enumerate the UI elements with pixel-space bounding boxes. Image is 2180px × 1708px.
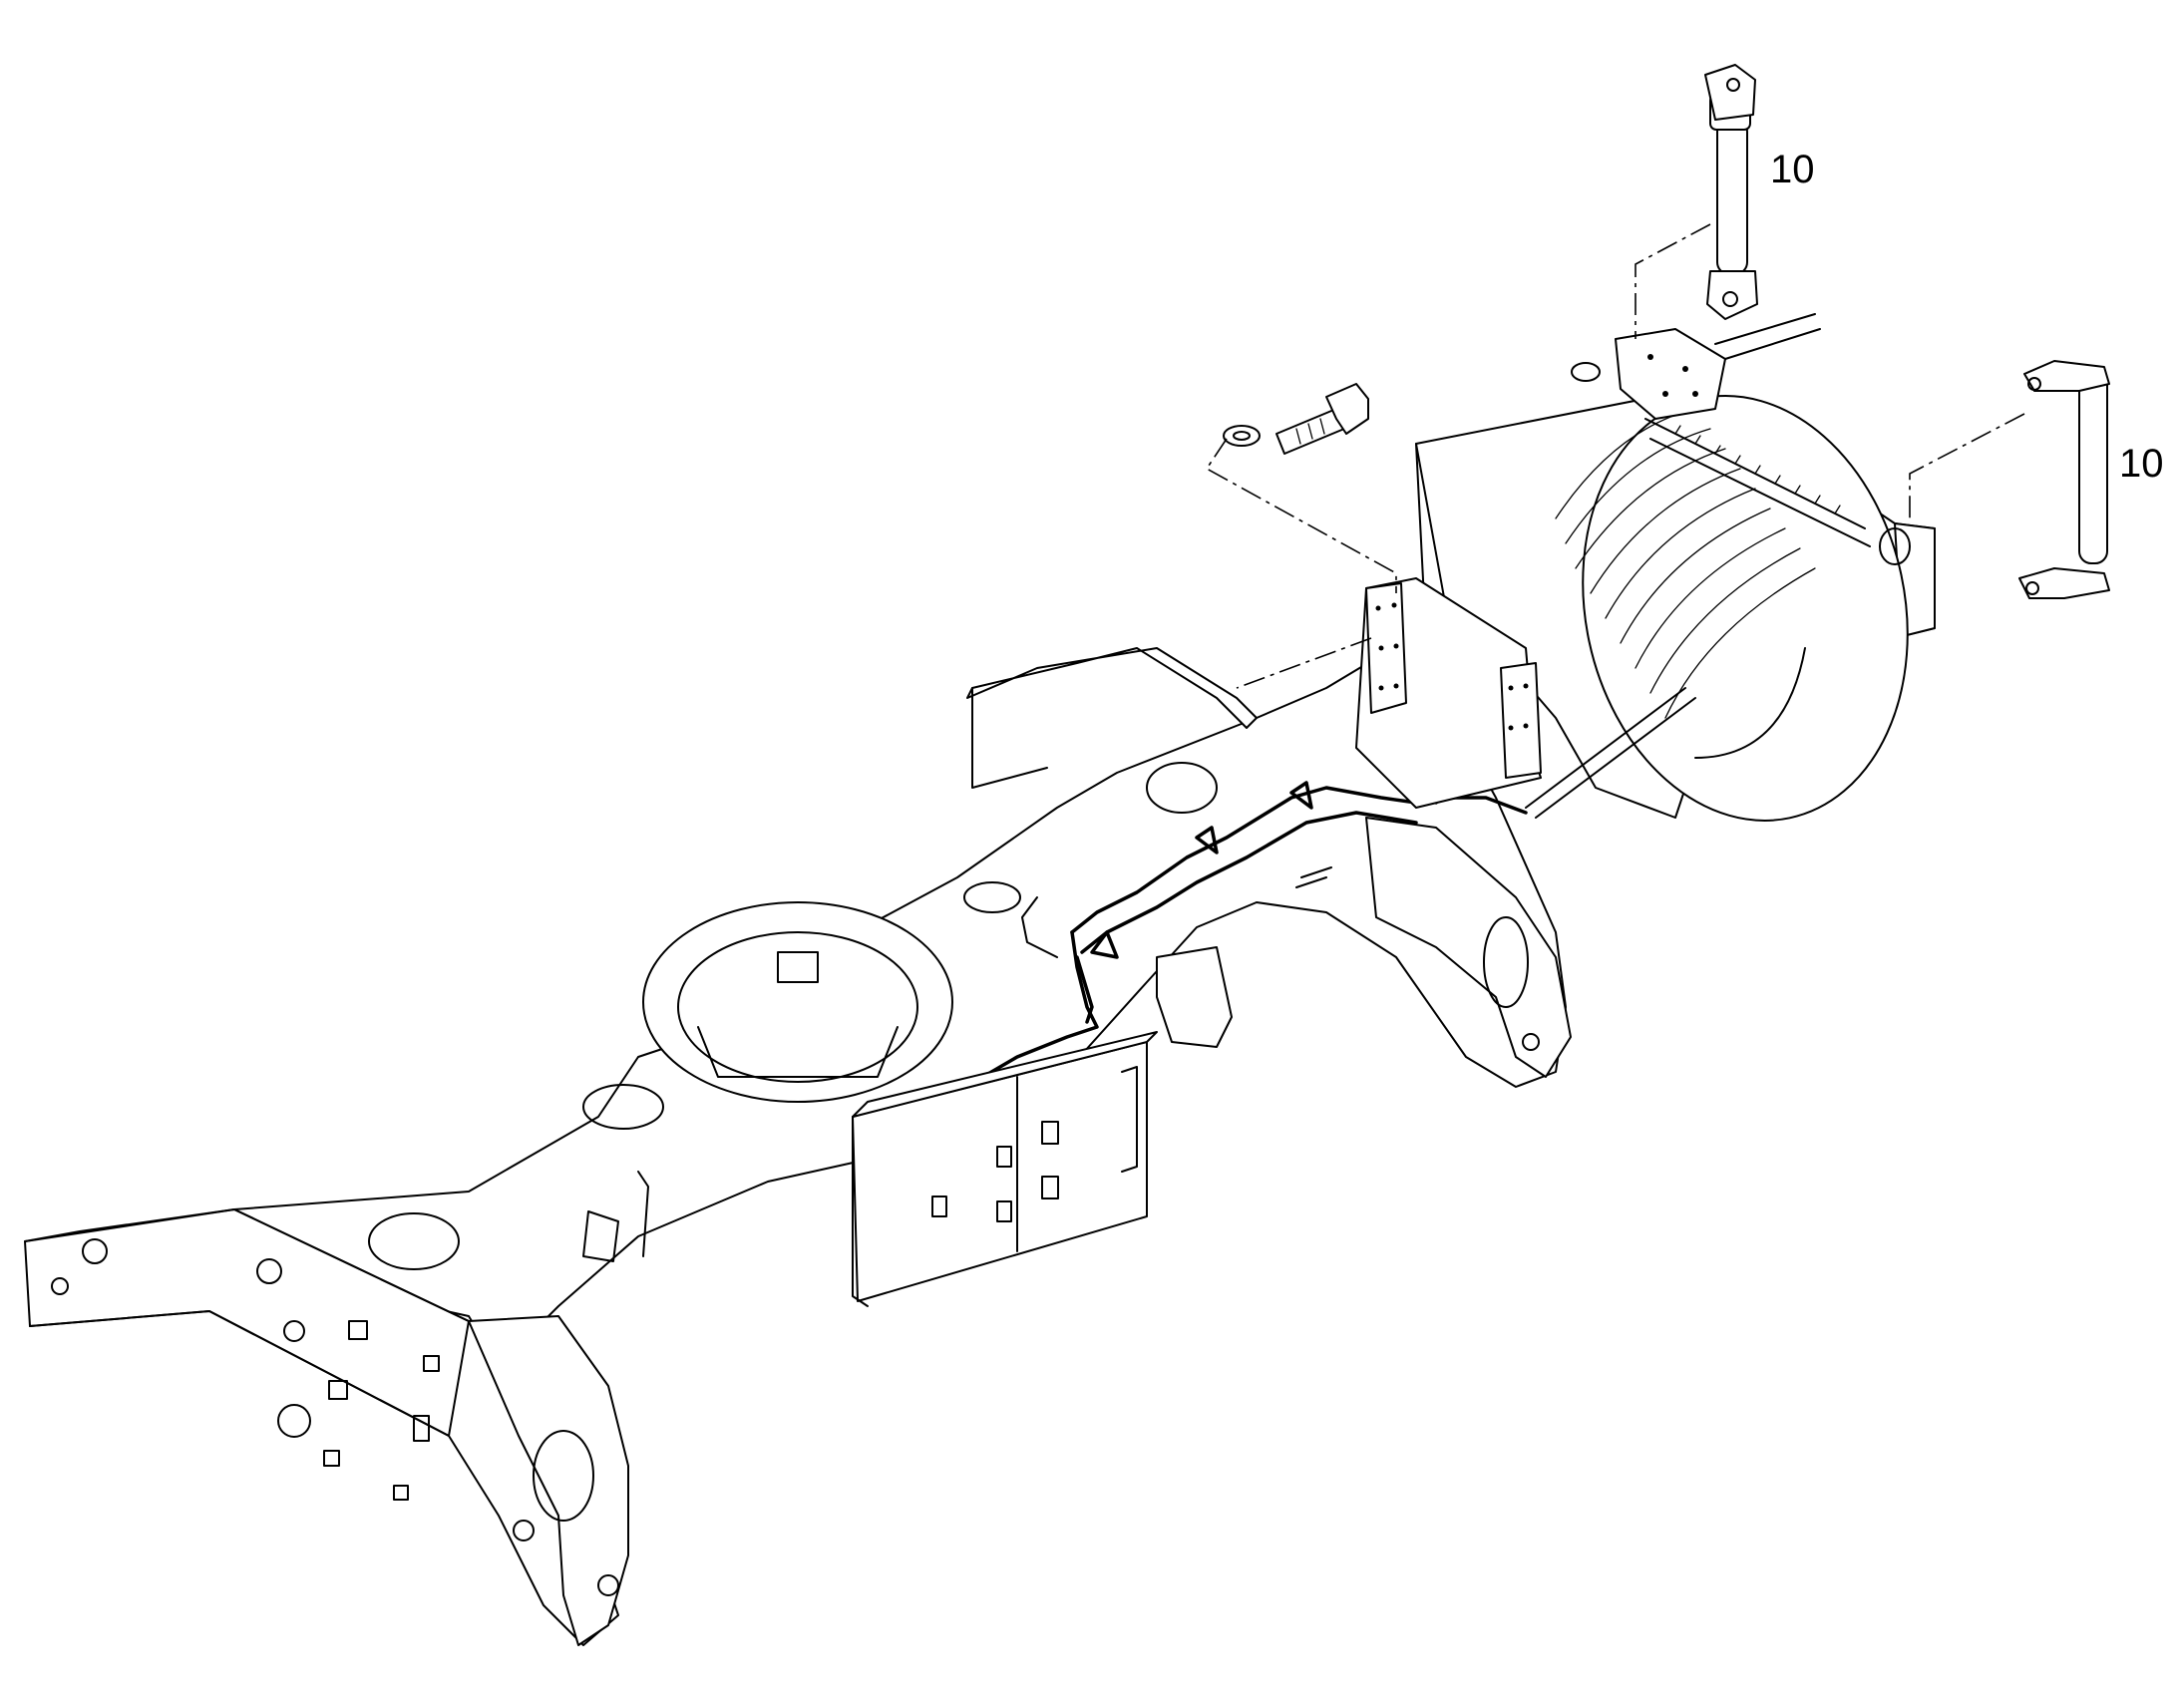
frame-gusset-left [582,1210,619,1262]
cylinder-right-bottom-pin [2025,581,2039,595]
control-box-switch-3 [996,1146,1012,1168]
centerline-bolt [1205,438,1397,593]
centerline-cylinder-upper [1635,223,1711,339]
winch-left-mount-plate [1365,582,1407,714]
cylinder-right-body [2078,368,2108,564]
control-box-handle [1121,1066,1138,1173]
control-box-switch-2 [1041,1176,1059,1199]
frame-opening-2 [368,1212,460,1270]
cylinder-upper-top-pin [1726,78,1740,92]
winch-side-rod [1714,313,1821,360]
washer [1223,425,1261,447]
cylinder-right-top-clevis [2023,360,2110,392]
frame-bore-8 [283,1320,305,1342]
control-box-switch-1 [1041,1121,1059,1145]
frame-lug-2 [328,1380,348,1400]
bolt-head [1325,383,1369,435]
cylinder-upper-body [1716,119,1748,275]
hose-clamp-3 [1289,781,1313,810]
winch-mid-mount-plate [1500,662,1542,779]
cylinder-right: 10 [2018,360,2164,599]
frame-rear-riser [966,647,1258,729]
frame-left-hook-hole [533,1430,594,1522]
main-frame [24,647,1572,1646]
frame-bore-2 [82,1238,108,1264]
control-box-top [852,1031,1158,1118]
frame-bore-7 [1522,1033,1540,1051]
frame-right-arm-hole [1483,916,1529,1008]
cylinder-upper-bottom-pin [1722,291,1738,307]
frame-bore-3 [51,1277,69,1295]
frame-left-crossmember-edge [29,1310,470,1437]
frame-slot [1295,866,1332,888]
control-box-side [852,1116,869,1307]
winch-side-drum-hub [1694,647,1806,759]
assembly-centerlines [1205,223,2025,689]
callout-label-cylinder-upper: 10 [1770,148,1815,191]
frame-bore-1 [256,1258,282,1284]
frame-left-hook-plate [468,1315,629,1646]
frame-lug-5 [323,1450,340,1467]
winch-shaft-end [1879,527,1911,565]
frame-opening-4 [963,881,1021,913]
cylinder-upper: 10 [1704,64,1815,320]
centerline-cylinder-right [1909,413,2025,523]
control-box [852,1031,1158,1307]
turntable-bracket [777,951,819,983]
frame-center-leg [1156,946,1233,1048]
frame-lug-1 [348,1320,368,1340]
winch-top-bracket-eye [1571,362,1601,382]
hose-clamp-1 [1090,930,1119,959]
frame-bore-4 [277,1404,311,1438]
frame-rear-riser-side [971,687,1048,789]
frame-bore-5 [513,1520,535,1541]
cylinder-upper-top-clevis [1704,64,1756,121]
turntable-ring-inner [677,931,918,1083]
bolt-and-washer [1223,383,1369,455]
hose-bracket-vertical [1075,955,1094,1024]
callout-label-cylinder-right: 10 [2119,442,2164,486]
frame-right-arm [1365,817,1572,1078]
frame-lug-4 [413,1415,430,1442]
turntable-bore [697,1026,899,1078]
frame-opening-3 [1146,762,1218,814]
hose-clamp-2 [1195,826,1219,854]
winch-assembly [1355,313,1936,822]
frame-left-crossmember-top [24,1208,470,1322]
hose-line-lower [1080,811,1418,954]
frame-lug-3 [423,1355,440,1372]
winch-cross-shaft [1525,687,1696,819]
winch-gear-teeth [1674,425,1841,514]
cylinder-right-top-pin [2027,377,2041,391]
winch-top-bracket [1615,328,1726,420]
turntable-ring-outer [642,901,953,1103]
frame-opening-1 [582,1084,664,1130]
winch-drum-wraps [1555,408,1816,719]
washer-hole [1233,431,1251,441]
cylinder-upper-bottom-clevis [1706,270,1758,320]
centerline-winch-frame [1236,637,1372,689]
frame-lug-6 [393,1485,409,1501]
frame-gusset-mid [637,1171,649,1257]
cylinder-right-bottom-clevis [2018,567,2110,599]
control-box-switch-4 [996,1200,1012,1222]
frame-bore-6 [597,1574,619,1596]
control-box-switch-5 [931,1196,947,1217]
